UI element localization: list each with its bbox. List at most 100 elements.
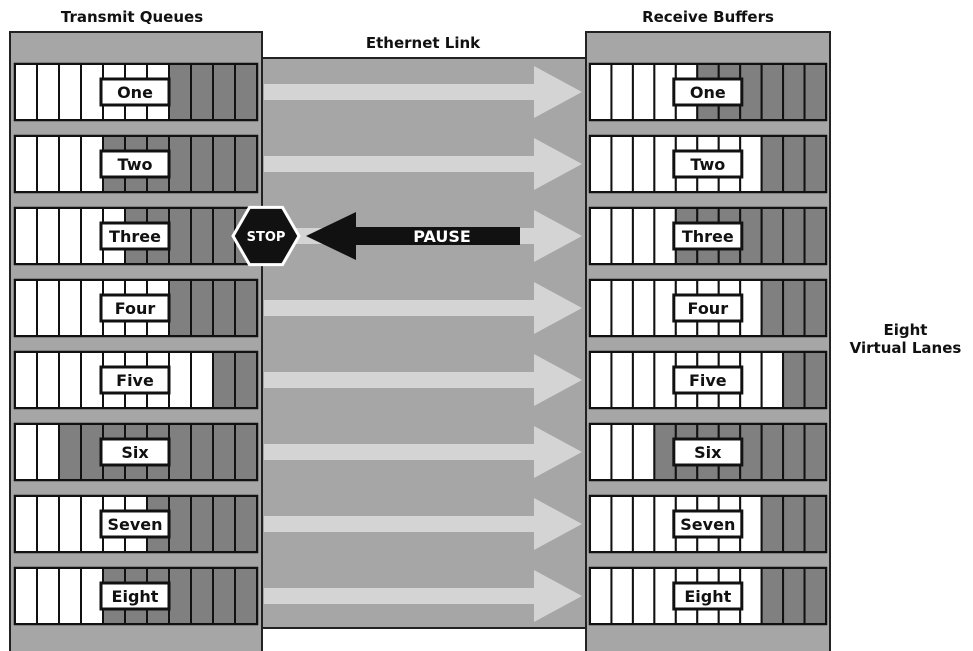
rx-slot bbox=[803, 63, 828, 121]
rx-slot bbox=[760, 495, 785, 553]
tx-queue-six: Six bbox=[13, 422, 259, 482]
tx-slot bbox=[190, 279, 214, 337]
rx-slot bbox=[610, 207, 634, 265]
tx-lane-label: Four bbox=[115, 299, 156, 318]
rx-slot bbox=[631, 567, 656, 625]
stop-label: STOP bbox=[247, 230, 286, 245]
tx-slot bbox=[58, 351, 82, 409]
tx-slot bbox=[36, 351, 60, 409]
tx-slot bbox=[14, 495, 38, 553]
tx-slot bbox=[36, 63, 60, 121]
tx-lane-label: One bbox=[117, 83, 153, 102]
tx-lane-label-box bbox=[99, 581, 171, 611]
tx-lane-label: Eight bbox=[112, 587, 159, 606]
rx-slot bbox=[631, 351, 656, 409]
rx-lane-label: One bbox=[690, 83, 726, 102]
rx-slot bbox=[739, 207, 763, 265]
tx-lane-label-box bbox=[99, 509, 171, 539]
tx-slot bbox=[168, 279, 192, 337]
tx-slot bbox=[36, 495, 60, 553]
tx-slot bbox=[212, 351, 236, 409]
tx-slot bbox=[168, 351, 192, 409]
rx-slot bbox=[739, 351, 763, 409]
tx-queue-five: Five bbox=[13, 350, 259, 410]
rx-lane-label-box bbox=[672, 437, 744, 467]
tx-slot bbox=[36, 567, 60, 625]
tx-slot bbox=[234, 567, 258, 625]
tx-queue-two: Two bbox=[13, 134, 259, 194]
ethernet-link-band bbox=[261, 57, 587, 629]
tx-slot bbox=[168, 495, 192, 553]
pause-label: PAUSE bbox=[413, 227, 471, 246]
tx-slot bbox=[14, 567, 38, 625]
rx-slot bbox=[803, 495, 828, 553]
tx-slot bbox=[234, 495, 258, 553]
tx-slot bbox=[36, 135, 60, 193]
rx-slot bbox=[589, 495, 613, 553]
tx-lane-label: Six bbox=[121, 443, 149, 462]
rx-lane-label: Three bbox=[682, 227, 734, 246]
rx-slot bbox=[782, 567, 806, 625]
tx-slot bbox=[14, 63, 38, 121]
tx-slot bbox=[36, 423, 60, 481]
tx-lane-label: Seven bbox=[107, 515, 162, 534]
rx-slot bbox=[631, 495, 656, 553]
rx-slot bbox=[803, 351, 828, 409]
receive-panel bbox=[585, 31, 831, 651]
tx-slot bbox=[14, 279, 38, 337]
rx-queue-one: One bbox=[588, 62, 828, 122]
rx-slot bbox=[610, 423, 634, 481]
rx-slot bbox=[589, 135, 613, 193]
tx-lane-label-box bbox=[99, 293, 171, 323]
tx-lane-label-box bbox=[99, 77, 171, 107]
rx-slot bbox=[589, 567, 613, 625]
rx-slot bbox=[782, 279, 806, 337]
pause-arrow bbox=[306, 212, 520, 260]
tx-slot bbox=[14, 351, 38, 409]
rx-lane-label-box bbox=[672, 581, 744, 611]
eight-virtual-lanes-label: Eight Virtual Lanes bbox=[838, 321, 973, 357]
rx-slot bbox=[739, 63, 763, 121]
rx-slot bbox=[760, 279, 785, 337]
rx-slot bbox=[760, 567, 785, 625]
rx-lane-label: Five bbox=[689, 371, 727, 390]
rx-slot bbox=[739, 495, 763, 553]
rx-queue-six: Six bbox=[588, 422, 828, 482]
tx-slot bbox=[168, 207, 192, 265]
tx-queue-eight: Eight bbox=[13, 566, 259, 626]
rx-slot bbox=[610, 279, 634, 337]
data-flow-arrow bbox=[264, 570, 582, 622]
rx-slot bbox=[631, 423, 656, 481]
rx-slot bbox=[610, 351, 634, 409]
tx-slot bbox=[36, 207, 60, 265]
rx-lane-label: Seven bbox=[680, 515, 735, 534]
tx-slot bbox=[212, 423, 236, 481]
side-label-line1: Eight bbox=[883, 321, 928, 339]
rx-slot bbox=[610, 567, 634, 625]
tx-lane-label: Five bbox=[116, 371, 154, 390]
rx-slot bbox=[589, 207, 613, 265]
tx-slot bbox=[58, 63, 82, 121]
rx-slot bbox=[760, 351, 785, 409]
rx-slot bbox=[589, 423, 613, 481]
tx-slot bbox=[14, 423, 38, 481]
tx-slot bbox=[58, 207, 82, 265]
rx-slot bbox=[589, 279, 613, 337]
transmit-queues-title: Transmit Queues bbox=[60, 8, 204, 26]
rx-lane-label: Six bbox=[694, 443, 722, 462]
tx-slot bbox=[168, 423, 192, 481]
rx-slot bbox=[631, 279, 656, 337]
rx-slot bbox=[803, 423, 828, 481]
tx-slot bbox=[168, 567, 192, 625]
rx-slot bbox=[782, 351, 806, 409]
tx-slot bbox=[212, 495, 236, 553]
rx-slot bbox=[760, 207, 785, 265]
rx-lane-label-box bbox=[672, 293, 744, 323]
tx-lane-label-box bbox=[99, 437, 171, 467]
tx-queue-three: Three bbox=[13, 206, 259, 266]
rx-slot bbox=[739, 279, 763, 337]
rx-queue-eight: Eight bbox=[588, 566, 828, 626]
rx-lane-label-box bbox=[672, 509, 744, 539]
rx-queue-two: Two bbox=[588, 134, 828, 194]
rx-slot bbox=[782, 207, 806, 265]
